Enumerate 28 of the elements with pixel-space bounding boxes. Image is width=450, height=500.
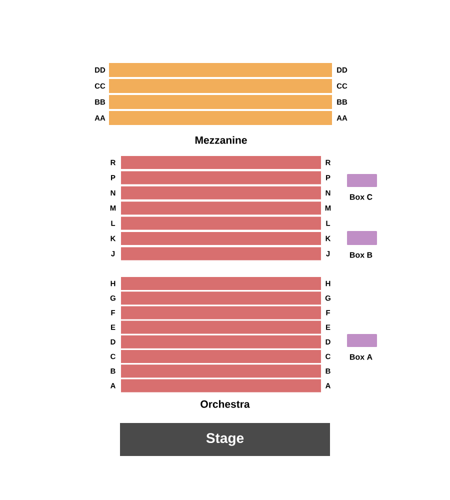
seat-row-bar: [121, 171, 321, 184]
box-label: Box A: [350, 354, 372, 360]
stage-block: Stage: [120, 423, 330, 456]
seat-row-bar: [109, 95, 332, 109]
seat-row-bar: [121, 320, 321, 334]
box-seat-block: [347, 334, 377, 347]
seat-row-bar: [121, 216, 321, 230]
seat-row-bar: [121, 247, 321, 260]
seat-row-bar: [121, 202, 321, 215]
seat-row-bar: [121, 277, 321, 290]
seat-row-bar: [121, 306, 321, 320]
seat-row-bar: [121, 186, 321, 200]
box-label: Box C: [350, 194, 372, 200]
box-seat-block: [347, 174, 377, 187]
section-label: Mezzanine: [195, 136, 247, 144]
box-label: Box B: [350, 252, 372, 258]
seat-row-bar: [109, 63, 332, 77]
seat-row-bar: [121, 350, 321, 363]
seat-row-bar: [109, 111, 332, 125]
seat-row-bar: [121, 335, 321, 348]
section-label: Orchestra: [200, 400, 250, 408]
seat-row-bar: [121, 364, 321, 378]
seat-row-bar: [109, 79, 332, 93]
seat-row-bar: [121, 232, 321, 245]
seat-row-bar: [121, 292, 321, 305]
box-seat-block: [347, 231, 377, 245]
seat-row-bar: [121, 156, 321, 169]
seat-row-bar: [121, 379, 321, 392]
